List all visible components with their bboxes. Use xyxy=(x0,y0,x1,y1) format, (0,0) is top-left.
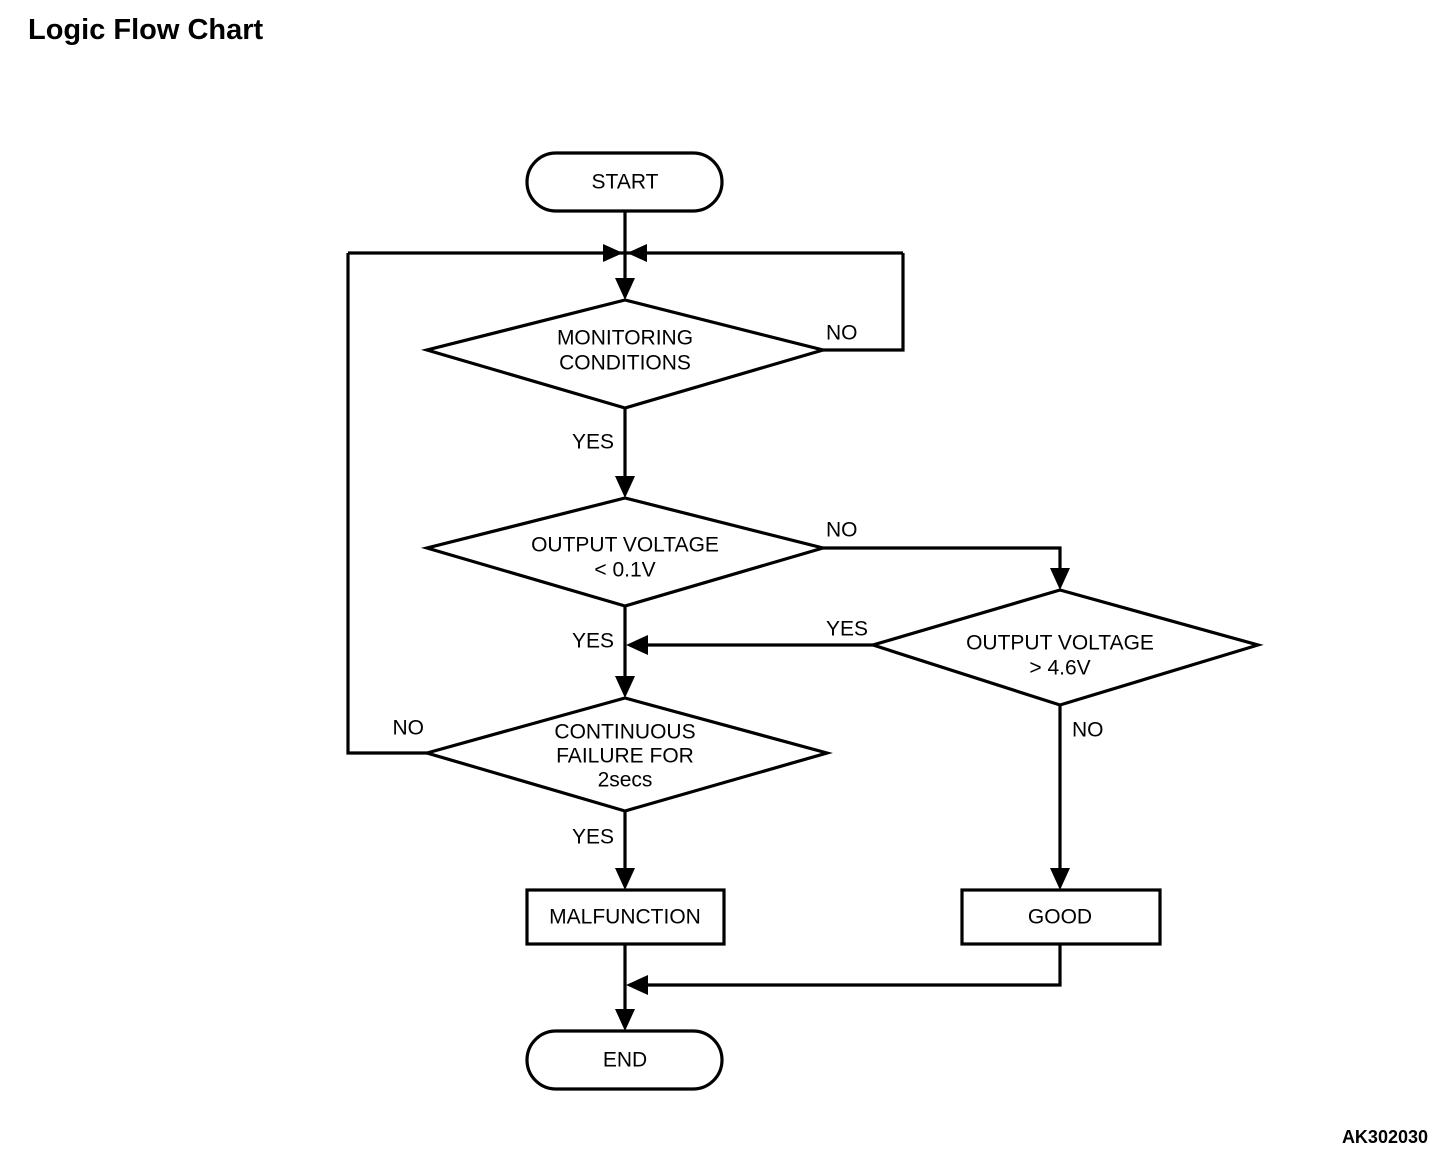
node-good-label: GOOD xyxy=(1028,906,1092,929)
node-output-voltage-high[interactable] xyxy=(867,588,1264,707)
arrowhead-into-good xyxy=(1050,868,1070,890)
edge-label-vhigh-no: NO xyxy=(1072,719,1104,742)
edge-contfail-no xyxy=(346,253,427,755)
node-output-voltage-high-label-line2: > 4.6V xyxy=(1029,657,1090,680)
arrowhead-into-end xyxy=(615,1009,635,1031)
arrowhead-good-merge xyxy=(626,975,648,995)
node-output-voltage-low-label-line1: OUTPUT VOLTAGE xyxy=(531,534,719,557)
node-output-voltage-low[interactable] xyxy=(420,496,830,608)
edge-label-monitoring-yes: YES xyxy=(572,431,614,454)
edge-good-to-end xyxy=(638,944,1062,987)
node-start-label: START xyxy=(592,171,659,194)
node-output-voltage-high-label-line1: OUTPUT VOLTAGE xyxy=(966,632,1154,655)
figure-code: AK302030 xyxy=(1341,1127,1428,1147)
arrowhead-into-malfunction xyxy=(615,868,635,890)
node-monitoring-conditions-label-line1: MONITORING xyxy=(557,327,693,350)
edge-label-monitoring-no: NO xyxy=(826,322,858,345)
node-end-label: END xyxy=(603,1049,647,1072)
arrowhead-into-vhigh xyxy=(1050,568,1070,590)
arrowhead-vhigh-yes-merge xyxy=(626,635,648,655)
node-continuous-failure[interactable] xyxy=(421,696,833,813)
edge-vlow-no xyxy=(823,546,1062,582)
node-continuous-failure-label-line1: CONTINUOUS xyxy=(554,721,695,744)
node-continuous-failure-label-line3: 2secs xyxy=(598,769,653,792)
edge-label-contfail-yes: YES xyxy=(572,826,614,849)
node-monitoring-conditions-label-line2: CONDITIONS xyxy=(559,352,691,375)
edge-label-contfail-no: NO xyxy=(393,717,425,740)
edge-label-vlow-no: NO xyxy=(826,519,858,542)
page-title: Logic Flow Chart xyxy=(28,14,264,46)
arrowhead-loopback-left xyxy=(603,244,623,262)
edge-label-vhigh-yes: YES xyxy=(826,618,868,641)
node-malfunction-label: MALFUNCTION xyxy=(549,906,701,929)
edge-label-vlow-yes: YES xyxy=(572,630,614,653)
arrowhead-into-vlow xyxy=(615,476,635,498)
node-continuous-failure-label-line2: FAILURE FOR xyxy=(556,745,694,768)
node-output-voltage-low-label-line2: < 0.1V xyxy=(594,559,655,582)
node-good[interactable] xyxy=(960,888,1162,946)
arrowhead-into-monitoring xyxy=(615,278,635,300)
node-start[interactable] xyxy=(525,151,724,213)
arrowhead-loopback-right xyxy=(627,244,647,262)
node-malfunction[interactable] xyxy=(525,888,726,946)
node-end[interactable] xyxy=(525,1029,724,1091)
edge-monitoring-no xyxy=(823,253,905,352)
node-monitoring-conditions[interactable] xyxy=(420,298,830,410)
arrowhead-into-contfail xyxy=(615,676,635,698)
